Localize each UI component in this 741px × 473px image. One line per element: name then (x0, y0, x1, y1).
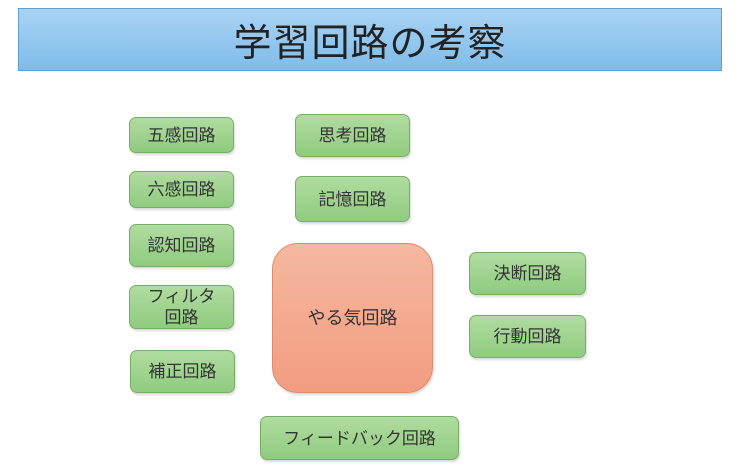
box-ninchi-circuit: 認知回路 (129, 224, 234, 267)
box-yaruki-circuit: やる気回路 (272, 243, 433, 393)
box-ketsudan-circuit: 決断回路 (469, 252, 586, 295)
box-koudou-circuit: 行動回路 (469, 315, 586, 358)
filter-label-line2: 回路 (164, 308, 199, 327)
filter-label-line1: フィルタ (147, 287, 216, 306)
box-rokkan-circuit: 六感回路 (129, 171, 234, 208)
box-gokan-circuit: 五感回路 (129, 117, 234, 153)
box-kioku-circuit: 記憶回路 (295, 176, 410, 222)
box-hosei-circuit: 補正回路 (130, 350, 235, 393)
slide-title: 学習回路の考察 (18, 8, 722, 71)
box-filter-circuit: フィルタ 回路 (129, 285, 234, 329)
box-shikou-circuit: 思考回路 (295, 114, 410, 157)
box-feedback-circuit: フィードバック回路 (260, 416, 459, 460)
